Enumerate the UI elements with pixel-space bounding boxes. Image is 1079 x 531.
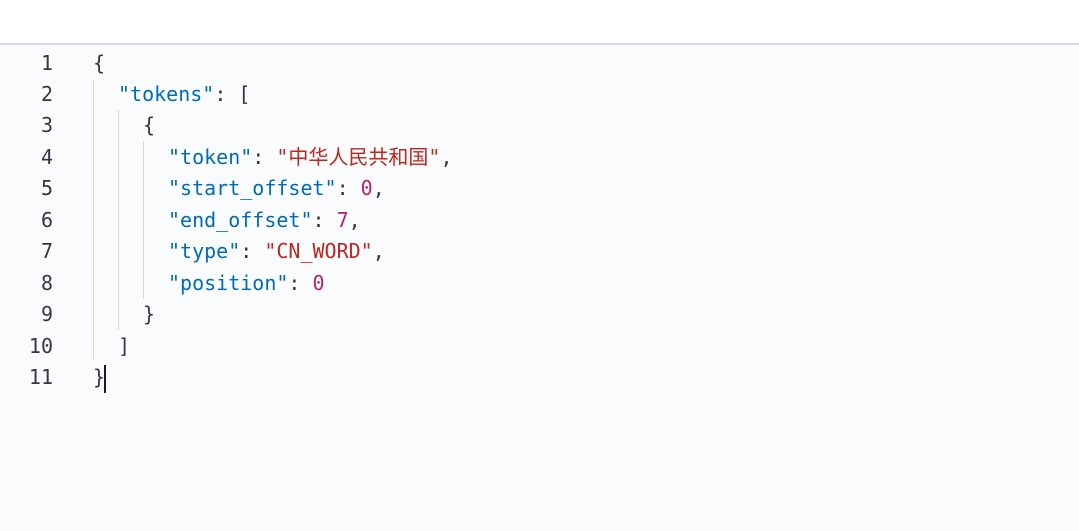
json-number-value: 0	[360, 176, 373, 200]
line-number: 6	[40, 208, 53, 232]
code-line-1: {	[93, 48, 105, 79]
code-line-10: ]	[118, 331, 130, 362]
comma: ,	[372, 176, 385, 200]
json-key: "start_offset"	[168, 176, 337, 200]
code-line-4: "token": "中华人民共和国",	[168, 142, 453, 173]
separator: :	[336, 176, 361, 200]
json-string-value: "CN_WORD"	[264, 239, 373, 263]
line-number: 9	[40, 302, 53, 326]
comma: ,	[348, 208, 361, 232]
line-number: 5	[40, 176, 53, 200]
code-line-11: }	[93, 362, 107, 393]
code-line-5: "start_offset": 0,	[168, 173, 385, 204]
line-number: 11	[28, 365, 53, 389]
text-cursor	[104, 364, 107, 393]
json-response-editor[interactable]: 1 2 3 4 5 6 7 8 9 10 11 { "tokens": [ { …	[0, 45, 1079, 531]
separator: :	[240, 239, 265, 263]
separator: :	[312, 208, 337, 232]
json-key: "tokens"	[118, 82, 215, 106]
line-number: 2	[40, 82, 53, 106]
close-brace: }	[143, 302, 156, 326]
close-brace: }	[93, 365, 106, 389]
comma: ,	[440, 145, 453, 169]
comma: ,	[372, 239, 385, 263]
json-number-value: 7	[336, 208, 349, 232]
top-toolbar	[0, 0, 1079, 45]
separator: :	[288, 271, 313, 295]
code-line-7: "type": "CN_WORD",	[168, 236, 385, 267]
indent-guide-level-3	[143, 141, 144, 299]
code-line-9: }	[143, 299, 155, 330]
line-number: 3	[40, 113, 53, 137]
open-brace: {	[93, 51, 106, 75]
line-number: 10	[28, 334, 53, 358]
json-key: "position"	[168, 271, 289, 295]
code-line-6: "end_offset": 7,	[168, 205, 361, 236]
json-key: "type"	[168, 239, 241, 263]
open-brace: {	[143, 113, 156, 137]
close-bracket: ]	[118, 334, 131, 358]
indent-guide-level-2	[118, 110, 119, 330]
separator: :	[252, 145, 277, 169]
open-bracket: [	[238, 82, 251, 106]
code-line-3: {	[143, 110, 155, 141]
line-number: 1	[40, 51, 53, 75]
code-line-8: "position": 0	[168, 268, 325, 299]
code-line-2: "tokens": [	[118, 79, 250, 110]
line-number: 4	[40, 145, 53, 169]
json-string-value: "中华人民共和国"	[276, 145, 441, 169]
json-number-value: 0	[312, 271, 325, 295]
indent-guide-level-1	[93, 79, 94, 361]
separator: :	[214, 82, 239, 106]
json-key: "end_offset"	[168, 208, 313, 232]
json-key: "token"	[168, 145, 253, 169]
line-number: 7	[40, 239, 53, 263]
line-number: 8	[40, 271, 53, 295]
